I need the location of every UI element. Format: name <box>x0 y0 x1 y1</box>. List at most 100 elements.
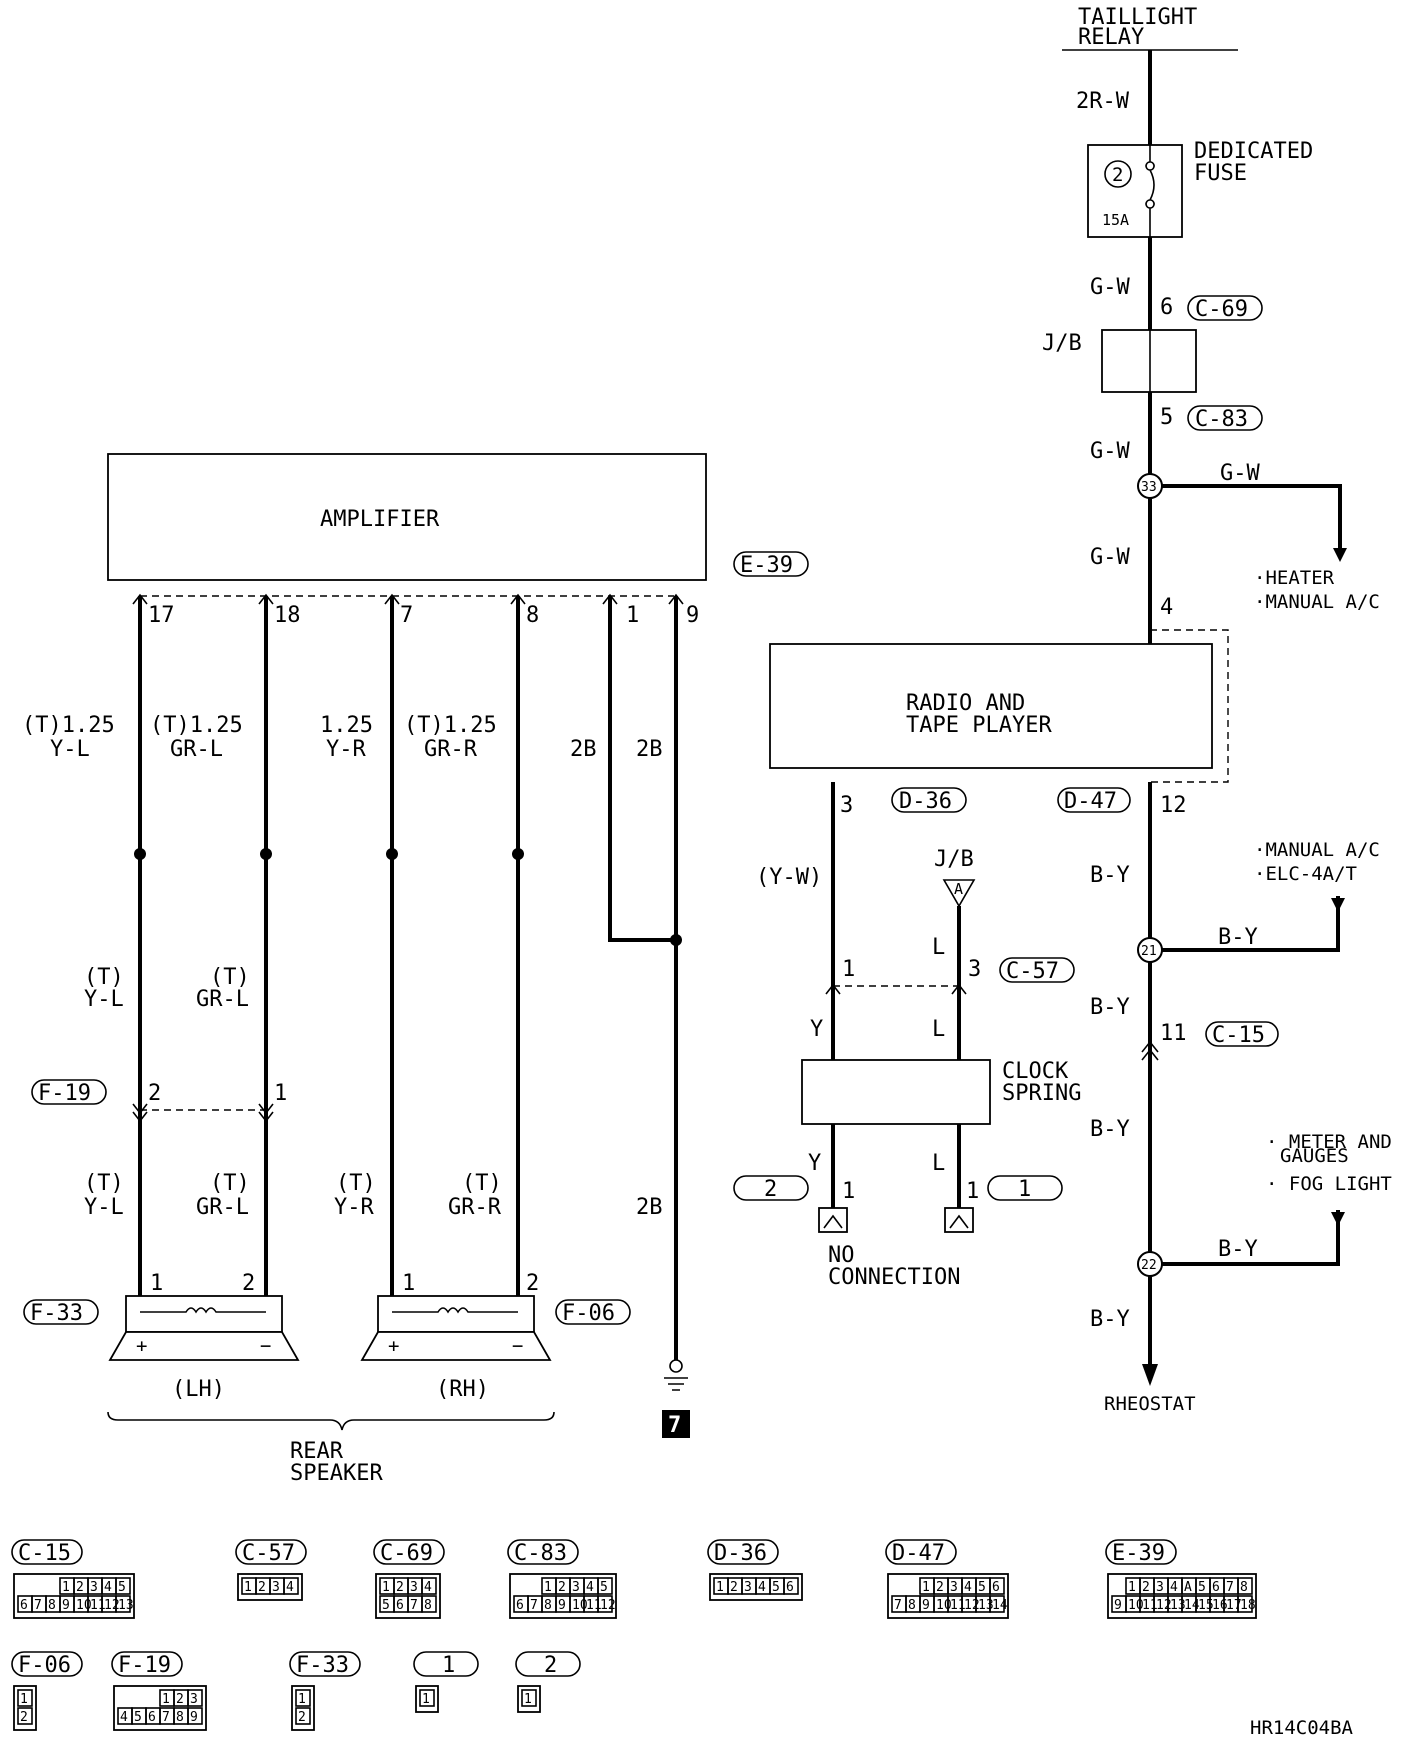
legend-pin-number: 5 <box>600 1580 608 1595</box>
speaker-rh-plus: + <box>388 1335 399 1357</box>
legend-pin-number: 5 <box>1198 1580 1206 1595</box>
wire-label-amp-1b: Y-L <box>50 737 90 762</box>
legend-e39-tag <box>1105 1539 1177 1565</box>
legend-pin-number: 3 <box>572 1580 580 1595</box>
legend-pin-number: 1 <box>244 1580 252 1595</box>
legend-pin-number: 7 <box>162 1710 170 1725</box>
legend-pin-number: 18 <box>1240 1598 1256 1613</box>
legend-pin-number: 8 <box>1240 1580 1248 1595</box>
legend-e39-label: E-39 <box>1112 1541 1165 1566</box>
legend-pin-number: 1 <box>162 1692 170 1707</box>
legend-pin-number: 1 <box>62 1580 70 1595</box>
pin-4: 4 <box>1160 595 1173 620</box>
legend-pin-number: 3 <box>744 1580 752 1595</box>
wire-label-l-3: L <box>932 1151 945 1176</box>
wire-label-low-4a: (T) <box>462 1171 502 1196</box>
wire-label-amp-3a: 1.25 <box>320 713 373 738</box>
terminal-l-mark <box>949 1214 969 1229</box>
rear-speaker-label-2: SPEAKER <box>290 1461 383 1486</box>
wire-label-l-2: L <box>932 1017 945 1042</box>
legend-pin-cell <box>421 1595 437 1613</box>
legend-pin-number: 2 <box>298 1710 306 1725</box>
legend-pin-cell <box>295 1689 311 1707</box>
clock-spring-box <box>801 1059 991 1125</box>
legend-pin-cell <box>419 1689 435 1707</box>
wire-label-amp-2b: GR-L <box>170 737 223 762</box>
legend-f06-label: F-06 <box>18 1653 71 1678</box>
wire-label-gw-3: G-W <box>1090 545 1130 570</box>
legend-pin-number: 8 <box>544 1598 552 1613</box>
legend-pin-cell <box>295 1707 311 1725</box>
conn-1: 1 <box>1018 1177 1031 1202</box>
legend-j2-label: 2 <box>544 1653 557 1678</box>
legend-pin-number: 9 <box>1114 1598 1122 1613</box>
radio-connector-dash <box>1150 629 1229 783</box>
wire-label-mid-1b: Y-L <box>84 987 124 1012</box>
terminal-y-mark <box>823 1214 843 1229</box>
node-gr-l <box>260 848 272 860</box>
wire-by-branch-21 <box>1162 896 1340 952</box>
wire-label-amp-2a: (T)1.25 <box>150 713 243 738</box>
f19-connector-marks <box>132 1103 274 1123</box>
wire-label-mid-2a: (T) <box>210 965 250 990</box>
legend-pin-number: 1 <box>716 1580 724 1595</box>
legend-pin-cell <box>989 1595 1005 1613</box>
wire-label-2b-3: 2B <box>636 1195 663 1220</box>
legend-pin-number: 4 <box>758 1580 766 1595</box>
clock-spring-label-2: SPRING <box>1002 1081 1081 1106</box>
legend-pin-number: 3 <box>190 1692 198 1707</box>
dest-gauges: GAUGES <box>1280 1145 1349 1167</box>
wire-label-by-2: B-Y <box>1090 995 1130 1020</box>
wire-label-by-4: B-Y <box>1090 1307 1130 1332</box>
amp-pin-8: 8 <box>526 603 539 628</box>
legend-pin-number: 8 <box>176 1710 184 1725</box>
conn-c83: C-83 <box>1195 407 1248 432</box>
dest-meter: · METER AND <box>1266 1131 1392 1153</box>
dest-fog-light: · FOG LIGHT <box>1266 1173 1392 1195</box>
legend-pin-number: 7 <box>34 1598 42 1613</box>
f19-pin-2: 2 <box>148 1081 161 1106</box>
terminal-y <box>818 1207 848 1233</box>
legend-j1-label: 1 <box>442 1653 455 1678</box>
wire-label-2rw: 2R-W <box>1076 89 1130 114</box>
legend-c69-face <box>375 1573 441 1619</box>
ground-number-box <box>662 1410 690 1438</box>
legend-pin-number: 3 <box>1156 1580 1164 1595</box>
conn-c15: C-15 <box>1212 1023 1265 1048</box>
legend-pin-number: 7 <box>1226 1580 1234 1595</box>
legend-pin-number: 2 <box>936 1580 944 1595</box>
legend-pin-cell <box>1237 1577 1253 1595</box>
amp-pin-7: 7 <box>400 603 413 628</box>
speaker-lh: + − <box>108 1295 300 1361</box>
splice-21-label: 21 <box>1141 944 1157 959</box>
arrow-rheostat <box>1142 1364 1158 1386</box>
legend-pin-number: 9 <box>558 1598 566 1613</box>
speaker-rh: + − <box>360 1295 552 1361</box>
legend-d36-face <box>709 1573 803 1601</box>
wire-label-gw-branch: G-W <box>1220 461 1260 486</box>
taillight-relay: TAILLIGHT RELAY <box>1062 5 1238 51</box>
legend-d36-label: D-36 <box>714 1541 767 1566</box>
conn-c15-tag <box>1205 1021 1279 1047</box>
conn-f06: F-06 <box>562 1301 615 1326</box>
legend-pin-number: 2 <box>76 1580 84 1595</box>
legend-f06-face <box>13 1685 37 1731</box>
lh-pin-2: 2 <box>242 1271 255 1296</box>
wire-label-low-3a: (T) <box>336 1171 376 1196</box>
legend-pin-cell <box>597 1595 613 1613</box>
legend-f19-tag <box>111 1651 183 1677</box>
legend-pin-number: 3 <box>410 1580 418 1595</box>
rh-pin-1: 1 <box>402 1271 415 1296</box>
ground-terminal <box>669 1359 683 1373</box>
legend-c15-face <box>13 1573 135 1619</box>
speaker-lh-plus: + <box>136 1335 147 1357</box>
arrow-meter <box>1331 1212 1345 1226</box>
legend-pin-number: 1 <box>544 1580 552 1595</box>
taillight-relay-label-2: RELAY <box>1078 25 1144 50</box>
legend-pin-number: 2 <box>176 1692 184 1707</box>
legend-pin-cell <box>115 1577 131 1595</box>
legend-pin-number: 1 <box>422 1692 430 1707</box>
legend-pin-number: 1 <box>382 1580 390 1595</box>
fuse-label: DEDICATED <box>1194 139 1313 164</box>
